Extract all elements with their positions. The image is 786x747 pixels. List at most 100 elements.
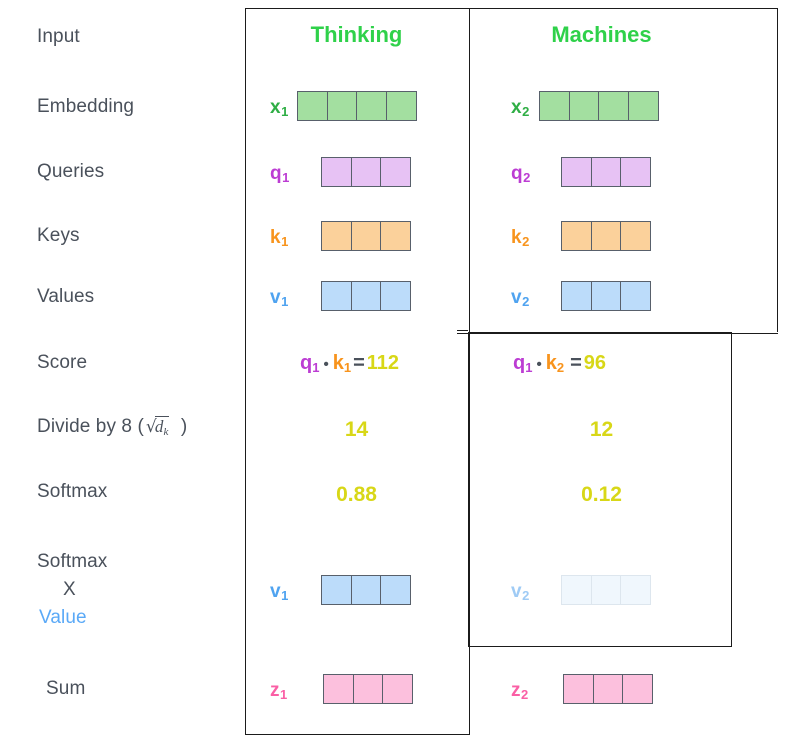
matrix-cell [382, 674, 414, 704]
softmax-x-value-line-2: X [63, 579, 76, 600]
sum-vector-z2 [563, 674, 654, 704]
matrix-cell [356, 91, 388, 121]
matrix-cell [321, 157, 352, 187]
vector-tag-v1: v1 [270, 287, 289, 309]
matrix-cell [323, 674, 354, 704]
softmax-x-value-line-1: Softmax [37, 551, 108, 572]
matrix-cell [563, 674, 594, 704]
row-label-softmax: Softmax [37, 481, 108, 502]
query-vector-q1 [321, 157, 412, 187]
matrix-cell [352, 674, 384, 704]
matrix-cell [561, 221, 592, 251]
embedding-vector-x1 [297, 91, 417, 121]
dot-product-operator: • [536, 356, 542, 373]
column-header-thinking: Thinking [310, 22, 403, 47]
matrix-cell [561, 575, 592, 605]
row-label-sum: Sum [46, 678, 86, 699]
matrix-cell [620, 575, 652, 605]
weighted-value-tag-v1: v1 [270, 581, 289, 603]
value-vector-v1 [321, 281, 412, 311]
row-label-score: Score [37, 352, 88, 373]
vector-tag-q1: q1 [270, 163, 290, 185]
column-header-machines: Machines [551, 22, 652, 47]
matrix-cell [627, 91, 659, 121]
vector-tag-k1: k1 [270, 227, 289, 249]
matrix-cell [380, 157, 412, 187]
sum-tag-z1: z1 [270, 680, 288, 702]
embedding-vector-x2 [539, 91, 659, 121]
weighted-value-tag-v2: v2 [511, 581, 530, 603]
weighted-value-vector-v2 [561, 575, 652, 605]
divide-suffix-text: ) [180, 416, 188, 437]
matrix-cell [590, 221, 622, 251]
matrix-cell [622, 674, 654, 704]
divide-prefix-text: Divide by 8 ( [37, 416, 144, 437]
sum-tag-z2: z2 [511, 680, 529, 702]
matrix-cell [561, 281, 592, 311]
radicand: dk [154, 416, 170, 438]
score-formula-column-1: q1•k1=112 [300, 353, 399, 374]
row-label-softmax-x-value: Softmax X Value [37, 548, 107, 632]
divided-score-column-1: 14 [344, 418, 369, 441]
vector-tag-v2: v2 [511, 287, 530, 309]
matrix-cell [598, 91, 630, 121]
value-vector-v2 [561, 281, 652, 311]
matrix-cell [385, 91, 417, 121]
matrix-cell [297, 91, 328, 121]
vector-tag-x2: x2 [511, 97, 530, 119]
score-q1-term: q1 [300, 352, 320, 375]
row-label-divide-by-8: Divide by 8 (√dk ) [37, 416, 187, 438]
row-label-values: Values [37, 286, 95, 307]
matrix-cell [592, 674, 624, 704]
matrix-cell [568, 91, 600, 121]
matrix-cell [590, 575, 622, 605]
matrix-cell [620, 221, 652, 251]
matrix-cell [380, 281, 412, 311]
row-label-keys: Keys [37, 225, 80, 246]
score-k2-term: k2 [545, 352, 565, 375]
score-value-96: 96 [583, 352, 607, 374]
divided-score-column-2: 12 [589, 418, 614, 441]
matrix-cell [321, 221, 352, 251]
vector-tag-q2: q2 [511, 163, 531, 185]
matrix-cell [539, 91, 570, 121]
row-label-embedding: Embedding [37, 96, 135, 117]
weighted-value-vector-v1 [321, 575, 412, 605]
query-vector-q2 [561, 157, 652, 187]
matrix-cell [350, 221, 382, 251]
matrix-cell [620, 281, 652, 311]
score-k1-term: k1 [332, 352, 352, 375]
matrix-cell [561, 157, 592, 187]
dot-product-operator: • [323, 356, 329, 373]
vector-tag-x1: x1 [270, 97, 289, 119]
key-vector-k2 [561, 221, 652, 251]
score-box-top-connector [457, 330, 468, 331]
matrix-cell [590, 157, 622, 187]
matrix-cell [350, 281, 382, 311]
equals-sign: = [570, 352, 582, 374]
machines-column-right-edge [777, 8, 778, 332]
matrix-cell [590, 281, 622, 311]
vector-tag-k2: k2 [511, 227, 530, 249]
matrix-cell [350, 157, 382, 187]
softmax-weight-column-1: 0.88 [336, 483, 377, 506]
score-q1-term: q1 [513, 352, 533, 375]
sqrt-dk-expression: √dk [144, 416, 170, 438]
matrix-cell [321, 281, 352, 311]
matrix-cell [380, 221, 412, 251]
d-symbol: d [154, 417, 164, 436]
softmax-weight-column-2: 0.12 [581, 483, 622, 506]
matrix-cell [326, 91, 358, 121]
k-subscript: k [163, 426, 169, 438]
matrix-cell [321, 575, 352, 605]
score-formula-column-2: q1•k2=96 [513, 353, 606, 374]
matrix-cell [620, 157, 652, 187]
matrix-cell [350, 575, 382, 605]
radical-sign: √ [145, 417, 157, 437]
key-vector-k1 [321, 221, 412, 251]
matrix-cell [380, 575, 412, 605]
sum-vector-z1 [323, 674, 414, 704]
softmax-x-value-line-3: Value [39, 607, 87, 628]
equals-sign: = [353, 352, 365, 374]
